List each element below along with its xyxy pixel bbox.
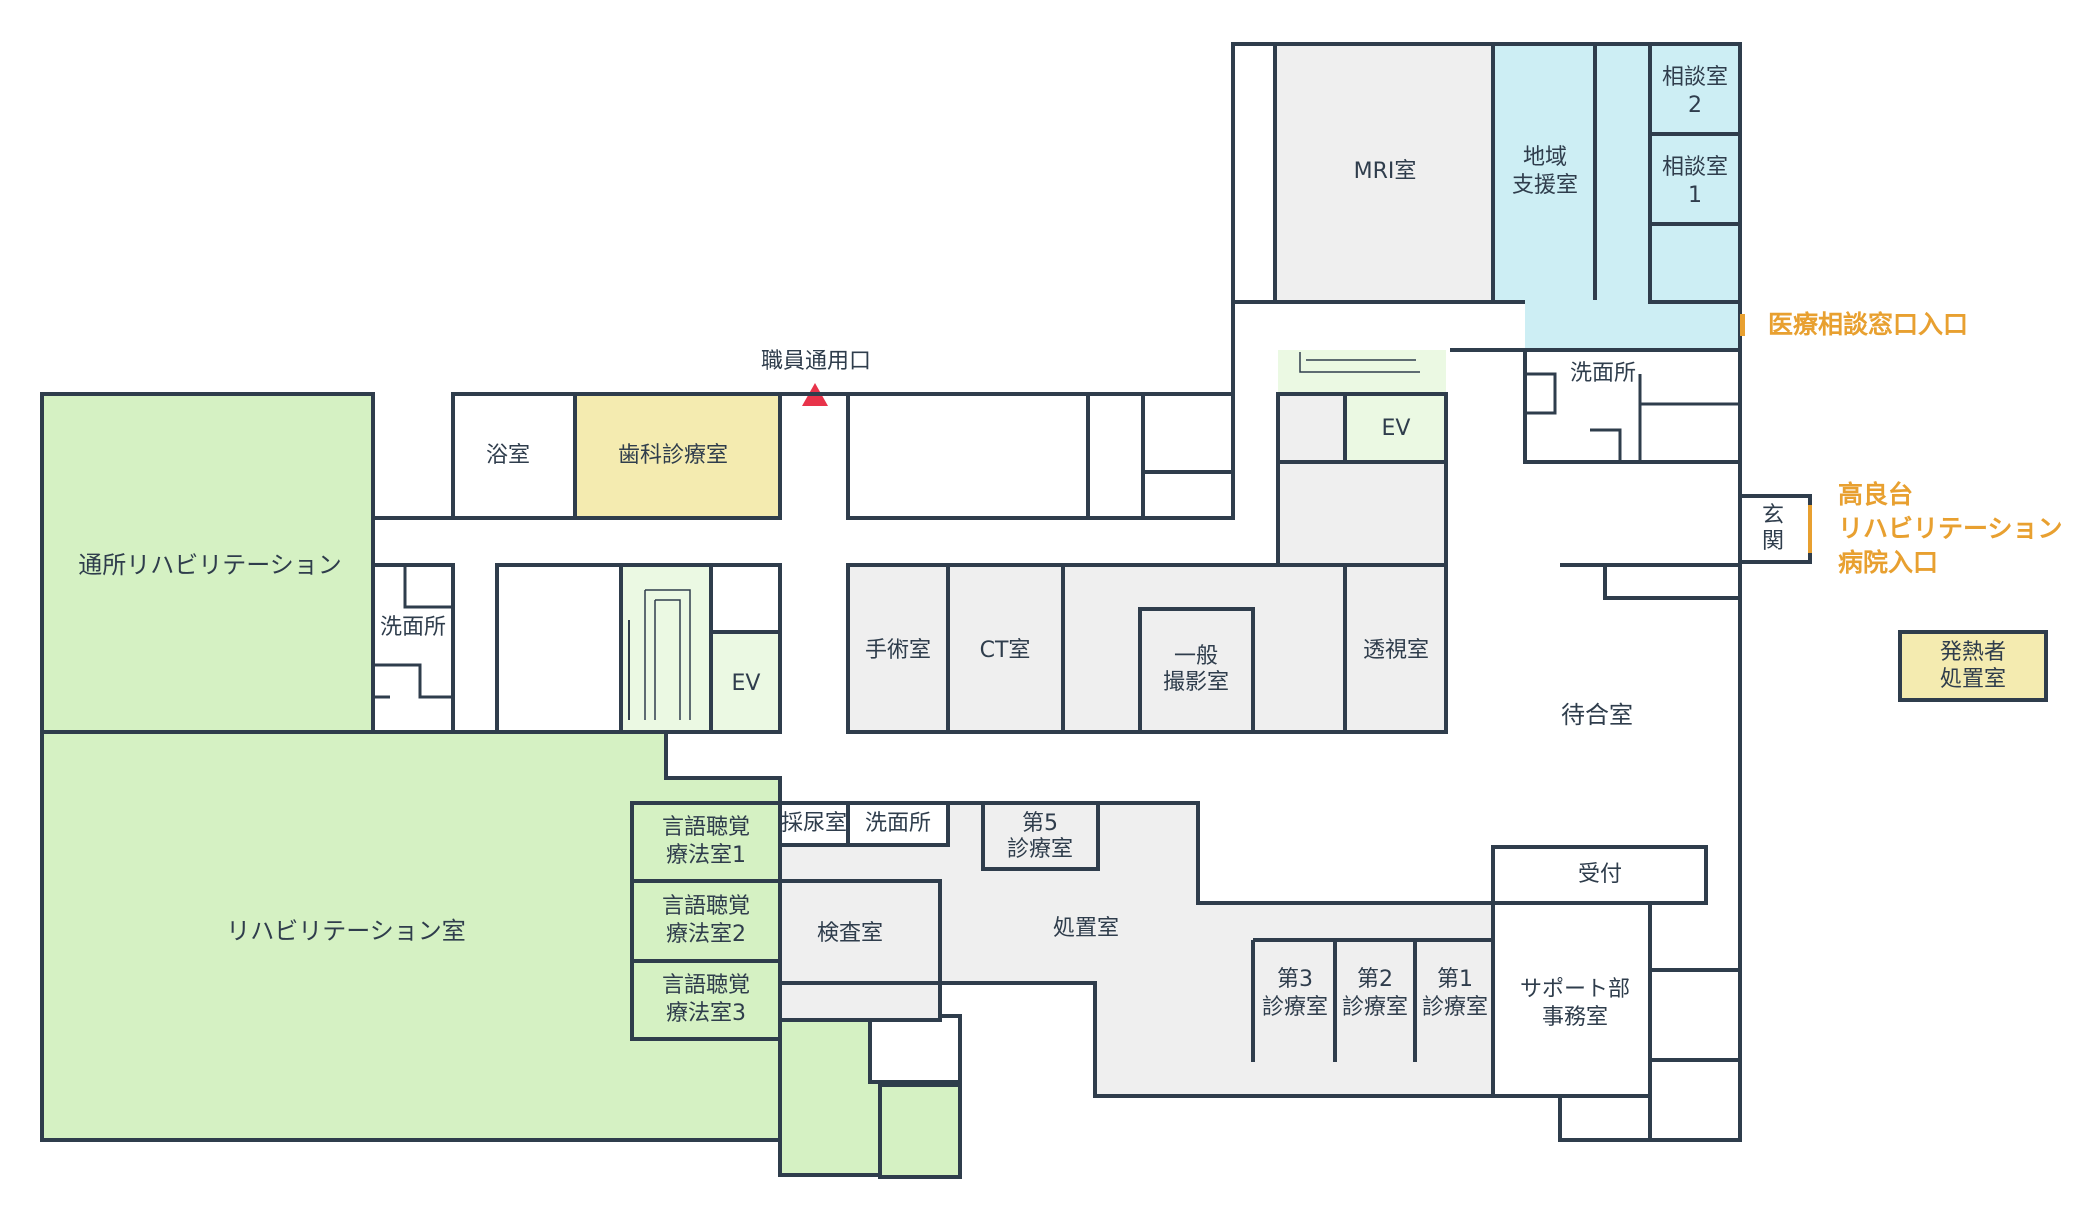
room-upper-3[interactable] — [1141, 392, 1235, 474]
main-entry-marker — [1808, 505, 1812, 553]
exam1-label-1: 第1 — [1437, 967, 1473, 992]
mri-room[interactable]: MRI室 — [1273, 42, 1495, 304]
speech-therapy-room-3[interactable]: 言語聴覚 療法室3 — [630, 959, 782, 1041]
speech2-label-1: 言語聴覚 — [662, 894, 750, 919]
elevator-left[interactable]: EV — [709, 563, 782, 734]
consult1-label-2: 1 — [1688, 183, 1702, 208]
consult-room-2[interactable]: 相談室 2 — [1648, 42, 1742, 136]
medical-consult-entry-label[interactable]: 医療相談窓口入口 — [1768, 310, 1968, 339]
exam-room-2[interactable]: 第2 診療室 — [1333, 938, 1415, 1062]
fever-treatment-room[interactable]: 発熱者 処置室 — [1898, 630, 2048, 702]
consult2-label-1: 相談室 — [1662, 65, 1728, 90]
staff-entry-label: 職員通用口 — [761, 349, 871, 374]
fluoroscopy-room[interactable]: 透視室 — [1343, 563, 1448, 734]
urine-label: 採尿室 — [781, 811, 847, 836]
lab-label: 検査室 — [817, 921, 883, 946]
treatment-area — [778, 801, 1495, 1098]
bath-label: 浴室 — [486, 443, 530, 468]
surgery-label: 手術室 — [865, 638, 931, 663]
consult2-label-2: 2 — [1688, 93, 1702, 118]
speech1-label-1: 言語聴覚 — [662, 815, 750, 840]
fluoroscopy-label: 透視室 — [1363, 638, 1429, 663]
rehab-room[interactable]: リハビリテーション室 — [40, 730, 962, 1179]
speech3-label-1: 言語聴覚 — [662, 973, 750, 998]
genkan-label-2: 関 — [1762, 529, 1784, 554]
regional-support-label-1: 地域 — [1523, 145, 1567, 170]
general-xray-label-1: 一般 — [1174, 644, 1218, 669]
dental-label: 歯科診療室 — [618, 443, 728, 468]
main-entry-label-3[interactable]: 病院入口 — [1838, 548, 1938, 577]
elevator-right[interactable]: EV — [1343, 392, 1448, 464]
support-office[interactable]: サポート部 事務室 — [1491, 901, 1652, 1098]
main-entry-label-2[interactable]: リハビリテーション — [1838, 514, 2063, 543]
exam2-label-1: 第2 — [1357, 967, 1393, 992]
surgery-room[interactable]: 手術室 — [846, 563, 950, 734]
bath-room[interactable]: 浴室 — [451, 392, 577, 520]
room-right-lower[interactable] — [1648, 968, 1742, 1062]
room-upper-1[interactable] — [846, 392, 1090, 520]
corridor-top-left — [1231, 42, 1277, 304]
reception-label: 受付 — [1578, 862, 1622, 887]
speech2-label-2: 療法室2 — [666, 922, 746, 947]
washroom-mid[interactable]: 洗面所 — [846, 801, 950, 847]
speech-therapy-room-2[interactable]: 言語聴覚 療法室2 — [630, 879, 782, 963]
speech3-label-2: 療法室3 — [666, 1001, 746, 1026]
consult-room-1[interactable]: 相談室 1 — [1648, 132, 1742, 226]
consult1-label-1: 相談室 — [1662, 155, 1728, 180]
fever-label-1: 発熱者 — [1940, 640, 2006, 665]
waiting-room-label: 待合室 — [1561, 701, 1633, 729]
washroom-top[interactable]: 洗面所 — [1523, 348, 1742, 464]
rehab-room-label: リハビリテーション室 — [226, 917, 466, 945]
exam-room-1[interactable]: 第1 診療室 — [1413, 938, 1493, 1062]
ct-label: CT室 — [980, 638, 1031, 663]
treatment-room-label: 処置室 — [1053, 916, 1119, 941]
room-upper-4[interactable] — [1141, 470, 1235, 520]
room-right-mid[interactable] — [1276, 460, 1448, 567]
exam5-label-2: 診療室 — [1007, 837, 1073, 862]
stair-right[interactable] — [1278, 350, 1446, 392]
lab-room[interactable]: 検査室 — [778, 879, 942, 985]
washroom-left[interactable]: 洗面所 — [371, 563, 455, 734]
exam3-label-2: 診療室 — [1262, 995, 1328, 1020]
exam-room-3[interactable]: 第3 診療室 — [1251, 938, 1335, 1062]
consult-room-3[interactable] — [1648, 222, 1742, 304]
stair-left[interactable] — [619, 563, 713, 734]
speech1-label-2: 療法室1 — [666, 843, 746, 868]
room-right-small[interactable] — [1276, 392, 1347, 464]
right-lower-walls — [1648, 903, 1740, 1140]
washroom-mid-label: 洗面所 — [865, 811, 931, 836]
support-label-2: 事務室 — [1542, 1005, 1608, 1030]
support-label-1: サポート部 — [1520, 977, 1630, 1002]
washroom-top-label: 洗面所 — [1570, 361, 1636, 386]
medical-consult-entry-marker — [1740, 314, 1745, 336]
mri-label: MRI室 — [1354, 159, 1417, 184]
exam2-label-2: 診療室 — [1342, 995, 1408, 1020]
room-upper-2[interactable] — [1086, 392, 1145, 520]
urine-collection-room[interactable]: 採尿室 — [778, 801, 850, 847]
genkan[interactable]: 玄 関 — [1738, 494, 1812, 564]
main-entry-label-1[interactable]: 高良台 — [1838, 480, 1913, 509]
genkan-label-1: 玄 — [1762, 503, 1784, 528]
waiting-wall — [1560, 563, 1740, 600]
exam1-label-2: 診療室 — [1422, 995, 1488, 1020]
exam5-label-1: 第5 — [1022, 811, 1058, 836]
tsusho-label: 通所リハビリテーション — [78, 551, 342, 579]
dental-room[interactable]: 歯科診療室 — [573, 392, 782, 520]
reception[interactable]: 受付 — [1491, 845, 1708, 905]
elevator-left-label: EV — [732, 671, 761, 696]
elevator-right-label: EV — [1382, 416, 1411, 441]
ct-room[interactable]: CT室 — [946, 563, 1065, 734]
regional-support-label-2: 支援室 — [1512, 173, 1578, 198]
exam3-label-1: 第3 — [1277, 967, 1313, 992]
general-xray-label-2: 撮影室 — [1163, 670, 1229, 695]
tsusho-rehab-room[interactable]: 通所リハビリテーション — [40, 392, 375, 734]
general-xray-room[interactable]: 一般 撮影室 — [1138, 607, 1255, 734]
storage-room-left[interactable] — [495, 563, 623, 734]
exam-room-5[interactable]: 第5 診療室 — [981, 801, 1100, 871]
washroom-left-label: 洗面所 — [380, 615, 446, 640]
speech-therapy-room-1[interactable]: 言語聴覚 療法室1 — [630, 801, 782, 883]
fever-label-2: 処置室 — [1940, 667, 2006, 692]
